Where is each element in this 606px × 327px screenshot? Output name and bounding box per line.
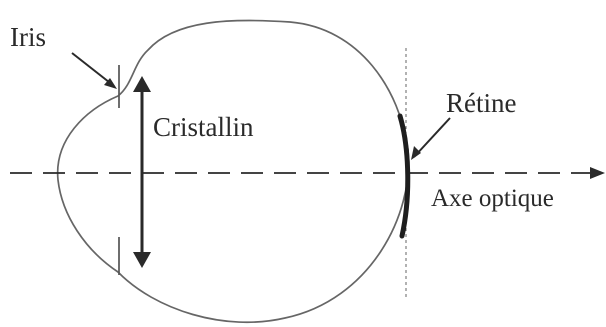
eyeball-outline — [56, 19, 410, 324]
retina-label: Rétine — [446, 88, 516, 118]
iris-pointer-arrowhead — [104, 78, 117, 89]
retina-pointer-line — [413, 117, 451, 158]
optical-axis-label: Axe optique — [431, 185, 554, 212]
retina-arc — [397, 113, 411, 239]
lens-arrowhead-bottom — [133, 252, 151, 268]
lens-arrowhead-top — [133, 76, 151, 92]
iris-label: Iris — [10, 22, 46, 52]
optical-axis-arrowhead — [590, 167, 605, 179]
retina-pointer-arrowhead — [411, 146, 421, 160]
lens-label: Cristallin — [153, 112, 254, 142]
iris-pointer-line — [71, 52, 115, 87]
